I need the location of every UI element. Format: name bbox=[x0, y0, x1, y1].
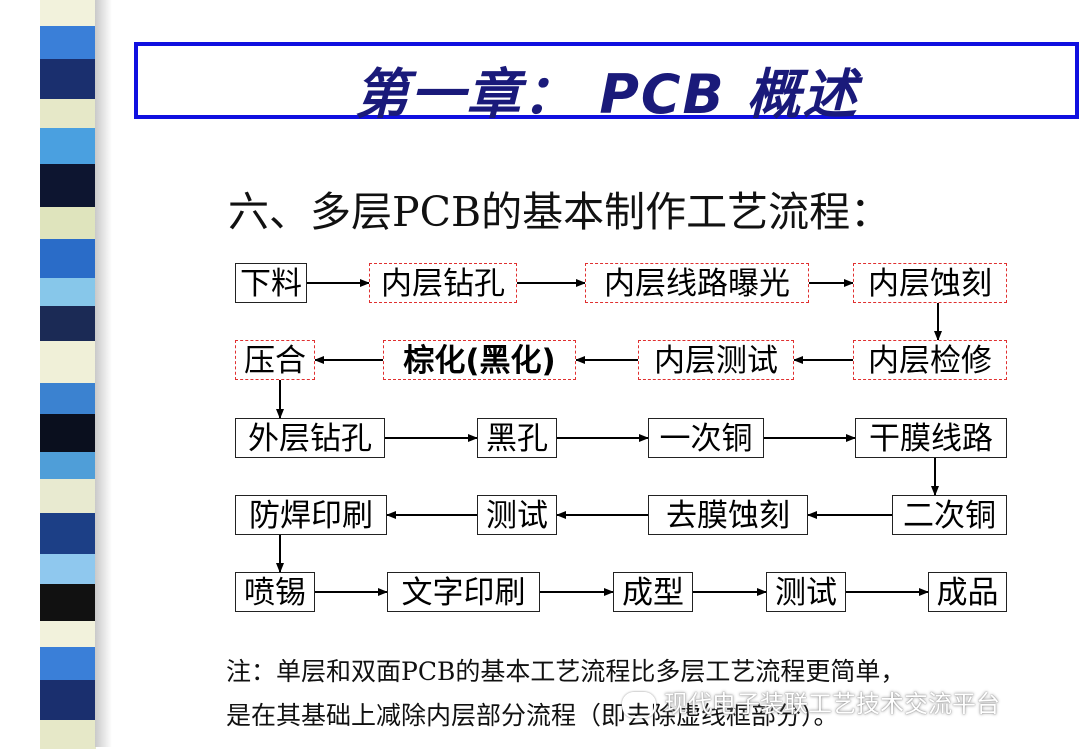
stripe-cell bbox=[40, 306, 96, 341]
section-heading: 六、多层PCB的基本制作工艺流程： bbox=[228, 188, 892, 236]
stripe-cell bbox=[40, 383, 96, 414]
slide-title: 第一章： PCB 概述 bbox=[354, 63, 859, 126]
stripe-cell bbox=[40, 720, 96, 749]
step-ncxlbg: 内层线路曝光 bbox=[585, 263, 809, 303]
step-ceshi1: 测试 bbox=[477, 495, 557, 535]
stripe-shadow bbox=[95, 0, 112, 747]
step-fhyy: 防焊印刷 bbox=[235, 495, 387, 535]
stripe-cell bbox=[40, 239, 96, 278]
stripe-cell bbox=[40, 207, 96, 239]
footnote-line-2: 是在其基础上减除内层部分流程（即去除虚线框部分）。 bbox=[226, 701, 839, 730]
stripe-cell bbox=[40, 513, 96, 554]
step-chengpin: 成品 bbox=[928, 572, 1007, 612]
stripe-cell bbox=[40, 26, 96, 59]
watermark: 现代电子装联工艺技术交流平台 bbox=[622, 684, 1000, 719]
stripe-cell bbox=[40, 99, 96, 128]
footnote-line-1: 注：单层和双面PCB的基本工艺流程比多层工艺流程更简单， bbox=[226, 657, 906, 686]
step-nccs: 内层测试 bbox=[638, 340, 794, 380]
step-qmsk: 去膜蚀刻 bbox=[648, 495, 808, 535]
decorative-stripe-column bbox=[0, 0, 112, 749]
stripe-cell bbox=[40, 0, 96, 26]
step-wzyy: 文字印刷 bbox=[387, 572, 540, 612]
step-ecitong: 二次铜 bbox=[892, 495, 1007, 535]
step-heikong: 黑孔 bbox=[477, 418, 557, 458]
stripe-cell bbox=[40, 414, 96, 452]
step-chengxing: 成型 bbox=[613, 572, 693, 612]
step-wczk: 外层钻孔 bbox=[235, 418, 385, 458]
stripe-cell bbox=[40, 341, 96, 383]
stripe-cell bbox=[40, 164, 96, 207]
step-yahe: 压合 bbox=[235, 340, 315, 380]
stripe-cells bbox=[40, 0, 96, 749]
step-ycitong: 一次铜 bbox=[648, 418, 764, 458]
stripe-cell bbox=[40, 554, 96, 584]
stripe-cell bbox=[40, 278, 96, 306]
stripe-cell bbox=[40, 59, 96, 99]
stripe-cell bbox=[40, 680, 96, 720]
step-xialiao: 下料 bbox=[235, 263, 307, 303]
slide-title-box: 第一章： PCB 概述 bbox=[134, 42, 1079, 126]
wechat-icon bbox=[622, 692, 656, 718]
stripe-cell bbox=[40, 647, 96, 680]
stripe-cell bbox=[40, 621, 96, 647]
step-ceshi2: 测试 bbox=[766, 572, 846, 612]
footnote: 注：单层和双面PCB的基本工艺流程比多层工艺流程更简单， 是在其基础上减除内层部… bbox=[226, 650, 1066, 738]
step-gmxl: 干膜线路 bbox=[855, 418, 1007, 458]
stripe-cell bbox=[40, 128, 96, 164]
stripe-cell bbox=[40, 479, 96, 513]
step-ncsk: 内层蚀刻 bbox=[853, 263, 1007, 303]
step-penxi: 喷锡 bbox=[235, 572, 315, 612]
step-zonghua: 棕化(黑化) bbox=[383, 340, 576, 380]
stripe-cell bbox=[40, 584, 96, 621]
stripe-cell bbox=[40, 452, 96, 479]
watermark-text: 现代电子装联工艺技术交流平台 bbox=[664, 690, 1000, 718]
step-ncjx: 内层检修 bbox=[853, 340, 1007, 380]
step-nczk: 内层钻孔 bbox=[369, 263, 517, 303]
